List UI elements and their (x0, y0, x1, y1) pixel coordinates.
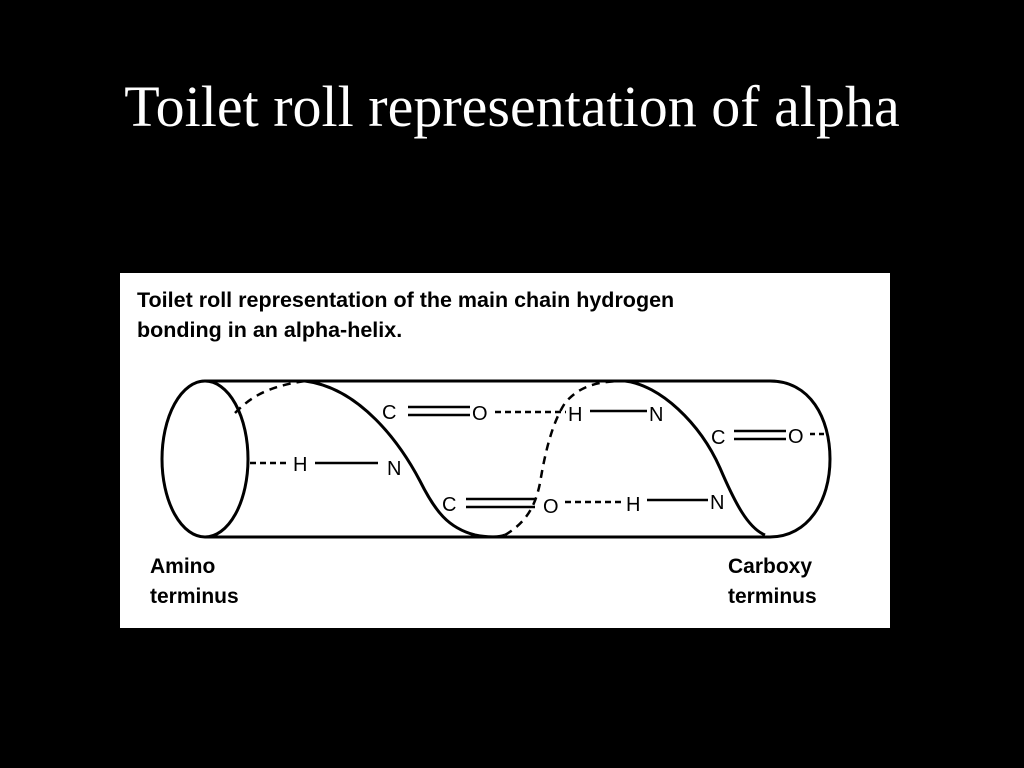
carboxy-end-cap (769, 379, 832, 539)
alpha-helix-cylinder-diagram: C O H N C O H N C O H N Amino terminus C… (150, 379, 832, 608)
atom-h-top: H (568, 404, 582, 426)
caption-line-2: bonding in an alpha-helix. (137, 318, 403, 342)
atom-n-bottom: N (710, 492, 724, 514)
helix-back-segment-2 (504, 379, 626, 537)
carboxy-terminus-label-line-1: Carboxy (728, 555, 812, 578)
atom-o-right: O (788, 426, 804, 448)
atom-h-left: H (293, 454, 307, 476)
atom-o-bottom: O (543, 496, 559, 518)
figure-caption: Toilet roll representation of the main c… (137, 285, 674, 345)
amino-terminus-label-line-2: terminus (150, 585, 239, 608)
caption-line-1: Toilet roll representation of the main c… (137, 288, 675, 312)
helix-front-segment-1 (304, 379, 506, 539)
amino-end-cap (160, 379, 250, 539)
atom-o-top: O (472, 403, 488, 425)
figure-panel: Toilet roll representation of the main c… (120, 273, 890, 628)
carboxy-terminus-label-line-2: terminus (728, 585, 817, 608)
atom-h-bottom: H (626, 494, 640, 516)
atom-c-right: C (711, 427, 725, 449)
helix-front-segment-2 (624, 379, 766, 537)
atom-c-bottom: C (442, 494, 456, 516)
amino-terminus-label-line-1: Amino (150, 555, 215, 578)
helix-back-segment-1 (234, 379, 306, 414)
atom-n-left: N (387, 458, 401, 480)
slide-title: Toilet roll representation of alpha (124, 74, 900, 139)
atom-c-top: C (382, 402, 396, 424)
atom-n-top: N (649, 404, 663, 426)
